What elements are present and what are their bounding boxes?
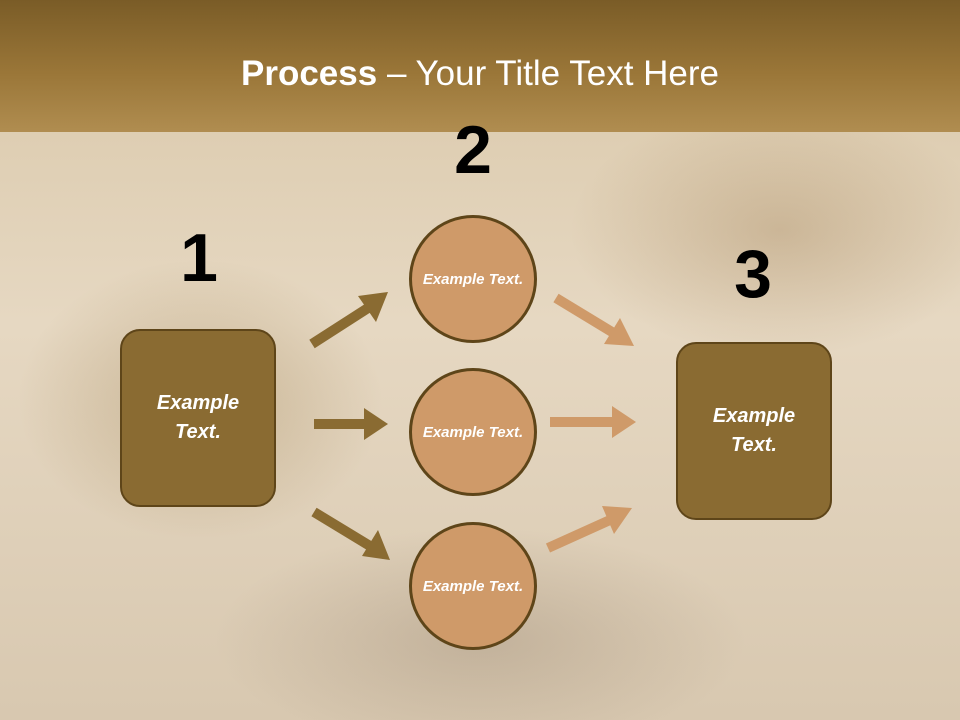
arrow-middle-to-right <box>550 406 636 438</box>
step-box-left-text: Example Text. <box>156 392 240 443</box>
step-number-1: 1 <box>180 220 218 296</box>
slide-title[interactable]: Process – Your Title Text Here <box>0 50 960 98</box>
arrow-top-to-right <box>553 293 634 346</box>
arrow-left-to-bottom <box>311 507 390 560</box>
step-box-right[interactable]: Example Text. <box>676 342 832 520</box>
step-circle-top-text: Example Text. <box>422 270 524 288</box>
title-rest: – Your Title Text Here <box>377 54 719 93</box>
step-number-3: 3 <box>734 236 772 312</box>
step-circle-middle-text: Example Text. <box>422 423 524 441</box>
arrow-left-to-middle <box>314 408 388 440</box>
title-banner <box>0 0 960 132</box>
title-bold: Process <box>241 54 378 93</box>
step-number-2: 2 <box>454 112 492 188</box>
step-circle-bottom[interactable]: Example Text. <box>409 522 537 650</box>
arrow-bottom-to-right <box>545 506 632 553</box>
step-box-right-text: Example Text. <box>712 405 796 456</box>
step-circle-bottom-text: Example Text. <box>422 577 524 595</box>
step-box-left[interactable]: Example Text. <box>120 329 276 507</box>
step-circle-top[interactable]: Example Text. <box>409 215 537 343</box>
arrow-left-to-top <box>309 292 388 349</box>
step-circle-middle[interactable]: Example Text. <box>409 368 537 496</box>
